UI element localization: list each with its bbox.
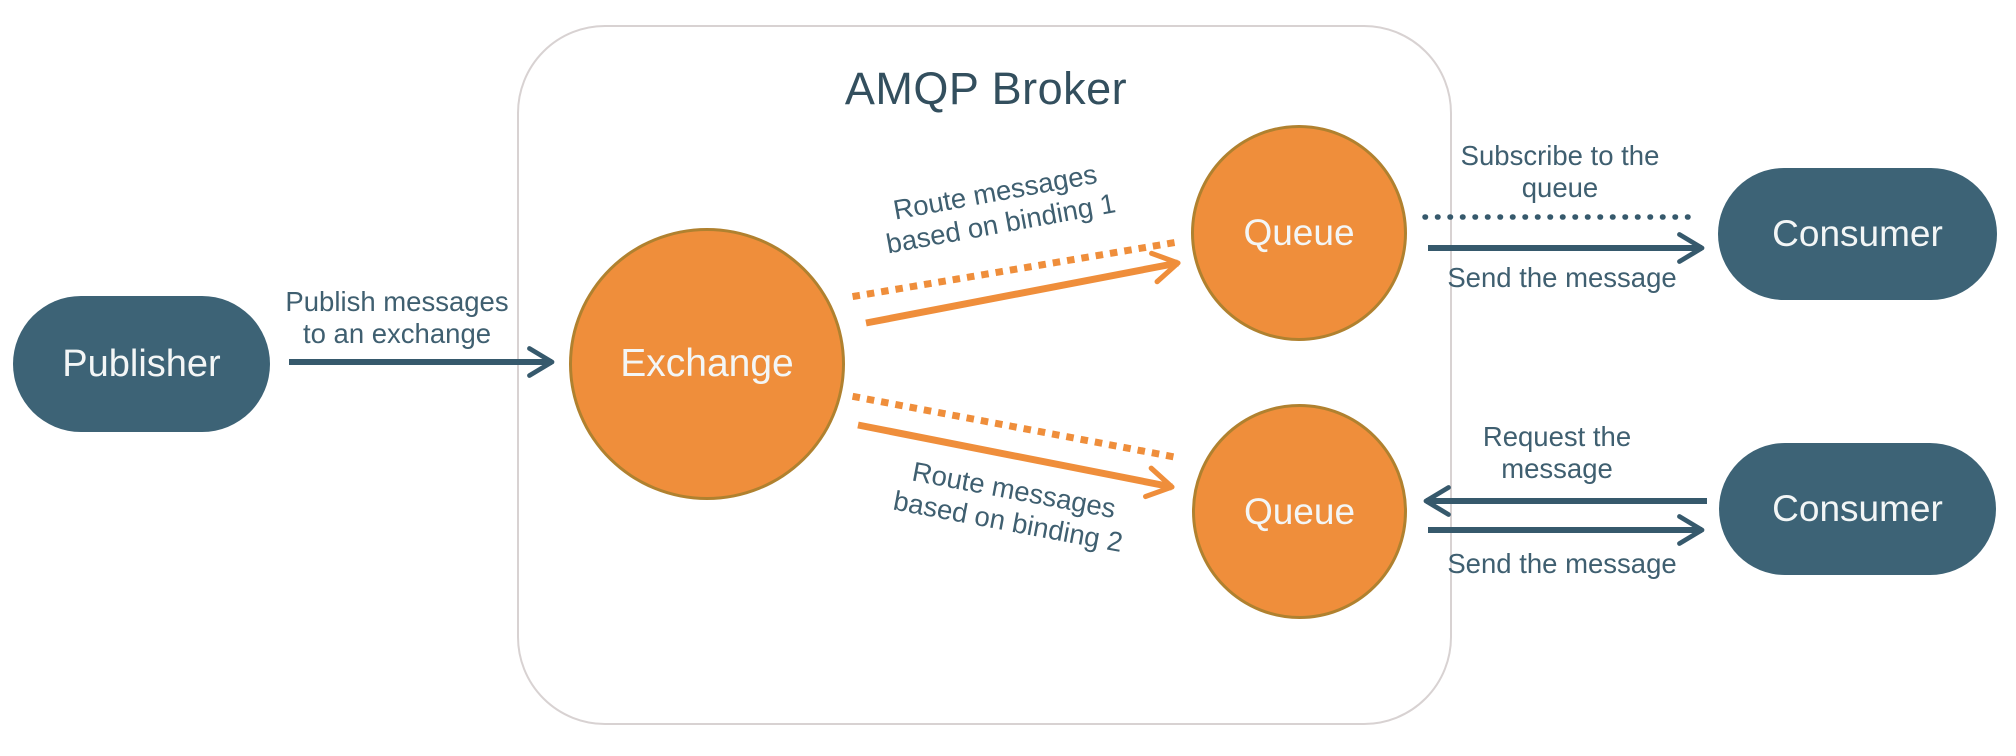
exchange-node: Exchange [569, 228, 845, 500]
binding1-dotted-line [851, 238, 1177, 301]
exchange-label: Exchange [620, 342, 794, 385]
subscribe-label: Subscribe to the queue [1461, 140, 1660, 204]
consumer-bottom-label: Consumer [1772, 488, 1943, 529]
queue-bottom-node: Queue [1192, 404, 1407, 619]
send-message-top-label: Send the message [1447, 262, 1677, 294]
queue-top-label: Queue [1243, 212, 1355, 253]
subscribe-label-line1: Subscribe to the [1460, 140, 1660, 172]
publish-label: Publish messages to an exchange [285, 286, 508, 350]
binding1-arrow [865, 250, 1181, 327]
publisher-node: Publisher [13, 296, 270, 432]
queue-top-node: Queue [1191, 125, 1407, 341]
subscribe-label-line2: queue [1521, 172, 1599, 203]
send-message-bottom-label: Send the message [1447, 548, 1677, 580]
queue-bottom-label: Queue [1243, 490, 1356, 532]
consumer-bottom-node: Consumer [1719, 443, 1996, 575]
binding2-arrow [857, 421, 1175, 500]
publish-label-line1: Publish messages [285, 286, 509, 318]
binding2-dotted-line [851, 392, 1185, 463]
broker-title: AMQP Broker [844, 63, 1128, 114]
request-label-line2: message [1501, 453, 1613, 484]
request-label-line1: Request the [1482, 421, 1632, 453]
publish-label-line2: to an exchange [302, 318, 492, 349]
consumer-top-node: Consumer [1718, 168, 1997, 300]
publisher-label: Publisher [62, 342, 221, 385]
consumer-top-label: Consumer [1772, 213, 1943, 254]
request-label: Request the message [1483, 421, 1631, 485]
